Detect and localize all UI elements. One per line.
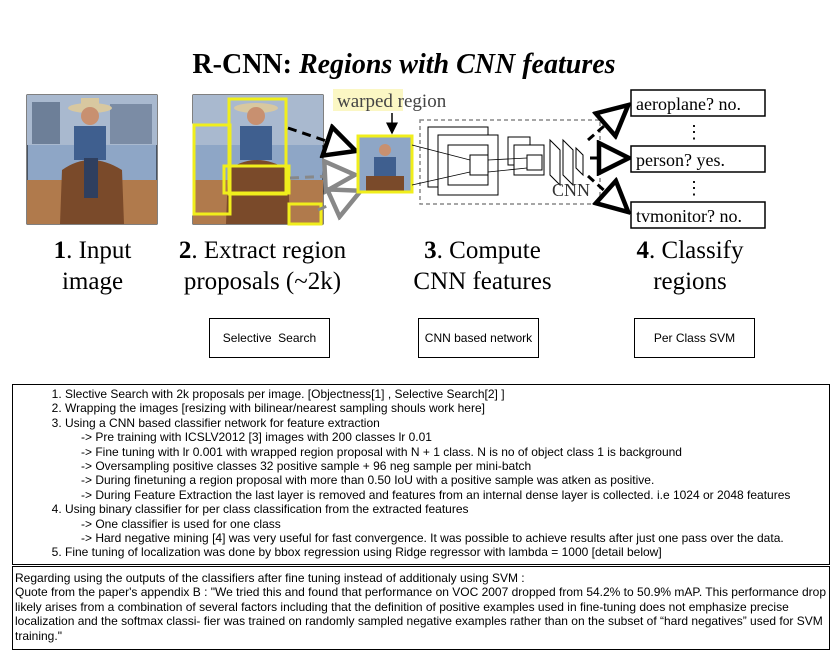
note-subitem: -> Pre training with ICSLV2012 [3] image… xyxy=(81,430,432,445)
output-aeroplane: aeroplane? no. xyxy=(636,94,741,114)
output-tvmonitor: tvmonitor? no. xyxy=(636,206,742,226)
cnn-connectors xyxy=(411,144,528,186)
note-subitem: -> During finetuning a region proposal w… xyxy=(81,473,655,488)
output-arrow xyxy=(586,174,626,210)
note-item: Slective Search with 2k proposals per im… xyxy=(65,387,829,401)
rcnn-diagram: R-CNN: Regions with CNN features xyxy=(26,49,766,229)
proposal-arrow xyxy=(287,128,353,150)
input-image xyxy=(26,94,158,225)
proposal-arrow xyxy=(317,192,358,210)
cnn-layers xyxy=(427,126,584,196)
proposal-arrow xyxy=(289,175,352,178)
proposal-image xyxy=(192,94,324,226)
ellipsis: ⋮ xyxy=(685,122,703,142)
output-arrow xyxy=(587,107,626,142)
selective-search-box: Selective Search xyxy=(209,318,330,358)
note-item: Using a CNN based classifier network for… xyxy=(65,416,829,502)
diagram-title: R-CNN: Regions with CNN features xyxy=(192,49,615,80)
cnn-label: CNN xyxy=(552,180,590,200)
quote-intro: Regarding using the outputs of the class… xyxy=(15,571,525,585)
step-1-label: 1. Input image xyxy=(53,237,132,295)
region-proposal-box xyxy=(287,202,323,226)
note-subitem: -> During Feature Extraction the last la… xyxy=(81,487,791,502)
cnn-box xyxy=(419,119,601,205)
rcnn-figure: R-CNN: Regions with CNN features xyxy=(0,0,830,310)
step-4-label: 4. Classify regions xyxy=(636,237,744,295)
quote-panel: Regarding using the outputs of the class… xyxy=(12,566,830,650)
note-subitem: -> Oversampling positive classes 32 posi… xyxy=(81,459,532,474)
step-3-label: 3. Compute CNN features xyxy=(413,237,552,295)
note-subitem: -> Hard negative mining [4] was very use… xyxy=(81,531,784,546)
region-proposal-box xyxy=(222,164,291,195)
note-subitem: -> One classifier is used for one class xyxy=(81,516,281,531)
warped-region-label: warped region xyxy=(337,91,447,112)
output-box xyxy=(630,89,766,117)
output-person: person? yes. xyxy=(636,150,725,170)
quote-body: Quote from the paper's appendix B : "We … xyxy=(15,585,827,643)
cnn-network-box: CNN based network xyxy=(418,318,539,358)
notes-list: Slective Search with 2k proposals per im… xyxy=(13,387,829,560)
output-box xyxy=(630,201,766,229)
per-class-svm-box: Per Class SVM xyxy=(634,318,755,358)
step-2-label: 2. Extract region proposals (~2k) xyxy=(178,237,347,295)
output-box xyxy=(630,145,766,173)
warped-label-bg xyxy=(333,89,403,111)
warped-region-image xyxy=(356,134,414,194)
note-subitem: -> Fine tuning with lr 0.001 with wrappe… xyxy=(81,444,682,459)
note-item: Using binary classifier for per class cl… xyxy=(65,502,829,545)
region-proposal-box xyxy=(192,123,232,216)
notes-panel: Slective Search with 2k proposals per im… xyxy=(12,384,830,565)
note-item: Wrapping the images [resizing with bilin… xyxy=(65,401,829,415)
ellipsis: ⋮ xyxy=(685,178,703,198)
note-item: Fine tuning of localization was done by … xyxy=(65,545,829,559)
